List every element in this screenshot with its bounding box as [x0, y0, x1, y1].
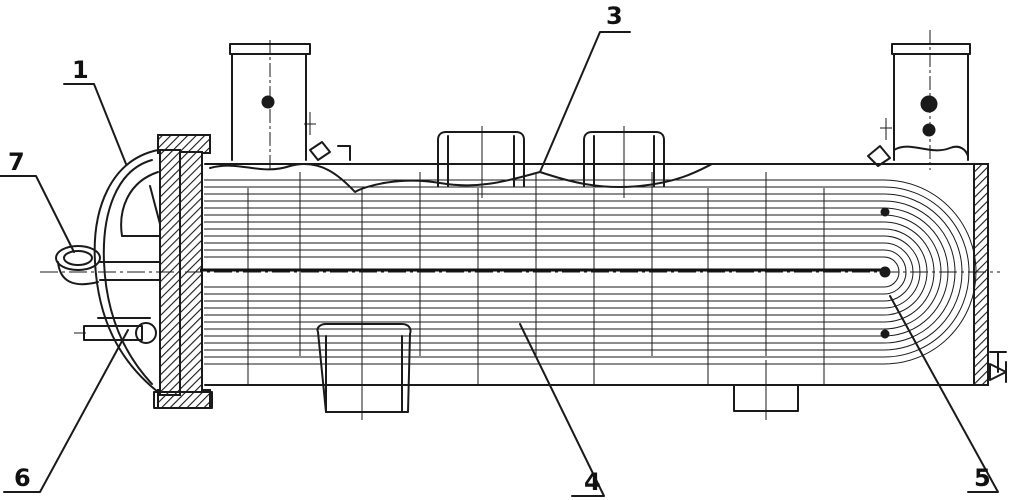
callout-6: 6 [14, 464, 31, 492]
callout-4: 4 [584, 468, 601, 496]
channel-head [55, 149, 161, 393]
saddle-top-1 [437, 126, 525, 198]
tie-rod-dot [880, 329, 890, 339]
callout-5: 5 [974, 464, 991, 492]
drain-valve [989, 351, 1007, 383]
callout-7: 7 [8, 148, 25, 176]
saddle-bottom-1 [316, 318, 412, 420]
tie-rod-dot [879, 266, 891, 278]
callout-3: 3 [606, 2, 623, 30]
saddle-top-2 [583, 126, 665, 198]
saddle-bottom-2 [733, 360, 799, 420]
callout-1: 1 [72, 56, 89, 84]
baffles [247, 172, 825, 384]
callouts: 1 3 4 5 6 7 [0, 2, 999, 497]
shell [204, 163, 989, 386]
shell-nozzle-left [229, 40, 351, 170]
tube-bundle [204, 179, 884, 365]
tie-rod-dot [880, 207, 890, 217]
shell-nozzle-right [867, 30, 971, 170]
